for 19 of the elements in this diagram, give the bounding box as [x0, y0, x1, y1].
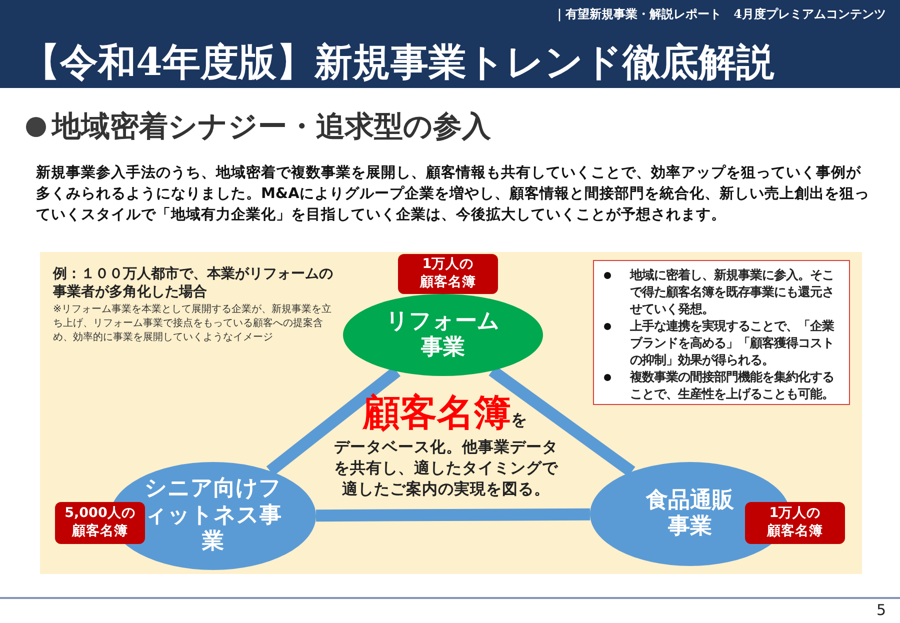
diagram-panel	[40, 252, 862, 574]
title: 【令和4年度版】新規事業トレンド徹底解説	[22, 38, 776, 86]
bullet-item: 地域に密着し、新規事業に参入。そこで得た顧客名簿を既存事業にも還元させていく発想。	[630, 268, 834, 316]
section-heading: 地域密着シナジー・追求型の参入	[52, 108, 491, 145]
customer-list-badge: 5,000人の顧客名簿	[55, 502, 145, 544]
bullet-item: 複数事業の間接部門機能を集約化することで、生産性を上げることも可能。	[630, 370, 834, 401]
customer-list-badge: 1万人の顧客名簿	[745, 502, 845, 544]
center-heading: 顧客名簿を	[361, 390, 528, 436]
center-text: データベース化。他事業データを共有し、適したタイミングで適したご案内の実現を図る。	[333, 437, 559, 500]
example-heading: 例：１００万人都市で、本業がリフォームの事業者が多角化した場合	[53, 265, 333, 301]
intro-paragraph: 新規事業参入手法のうち、地域密着で複数事業を展開し、顧客情報も共有していくことで、効率アップを狙っていく事例が多くみられるようになりました。M&Aによりグループ企業を増やし、顧客情報と間接部門を統合化、新しい売上創出を狙っていくスタイルで「地域有力企業化」を目指していく企業は、今後拡大していくことが予想されます。	[36, 163, 870, 225]
business-ellipse: リフォーム事業	[343, 294, 543, 376]
header-text: ｜有望新規事業・解説レポート 4月度プレミアムコンテンツ	[554, 6, 886, 23]
example-note: ※リフォーム事業を本業として展開する企業が、新規事業を立ち上げ、リフォーム事業で接点をもっている顧客への提案含め、効率的に事業を展開していくようなイメージ	[53, 303, 333, 345]
note-box	[593, 260, 850, 405]
bullet-item: 上手な連携を実現することで、「企業ブランドを高める」「顧客獲得コストの抑制」効果が得られる。	[630, 319, 834, 367]
connector-line	[316, 508, 590, 522]
page-number: 5	[876, 601, 886, 619]
customer-list-badge: 1万人の顧客名簿	[398, 254, 498, 294]
